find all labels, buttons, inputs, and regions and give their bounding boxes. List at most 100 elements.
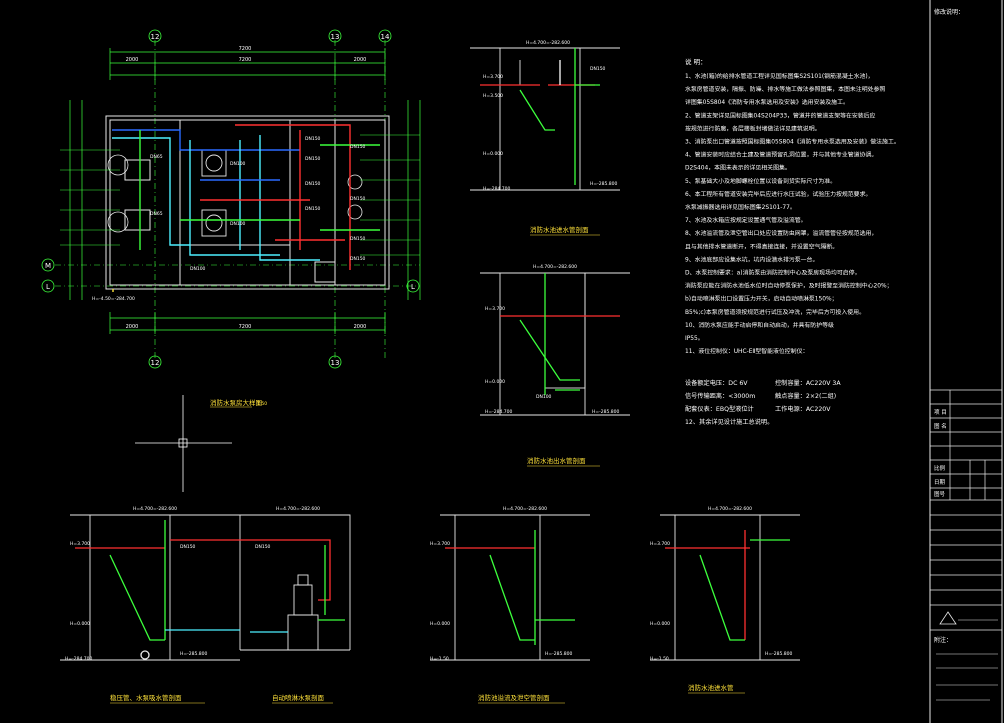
drawing-label: 图 名	[934, 422, 947, 430]
notes-line: 且与其他排水管道断开，不得直接连接，并设置空气隔断。	[685, 242, 838, 250]
lv-1: H=3.700	[70, 541, 90, 547]
notes-line: 6、本工程所有管道安装完毕后应进行水压试验，试验压力按规范要求。	[685, 190, 871, 198]
axis-label-3: 14	[381, 33, 390, 41]
plan-tags: DN150 DN150 DN150 DN150 DN150 DN150 DN10…	[92, 136, 366, 302]
lv-4: H=-284.700	[65, 656, 93, 662]
spec-left-3: 配套仪表：EBQ型液位计	[685, 405, 754, 413]
fire-tank-top-title: 消防水池进水管剖面	[530, 225, 589, 234]
plan-leaders	[60, 134, 420, 256]
pipe-dn2: DN100	[536, 394, 552, 400]
cad-crosshair-cursor	[135, 395, 232, 492]
axis-bubbles: 12 13 14 12 13 M L L	[41, 29, 420, 369]
pipe-dn: DN150	[255, 544, 271, 550]
drain-section-title: 消防池溢流及泄空管剖面	[478, 693, 550, 702]
notes-line: 水泵减振器选用详见国标图集2S101-77。	[685, 203, 796, 211]
notes-label: 附注：	[934, 636, 952, 644]
notes-line: 10、消防水泵应能手动启停和自动启动，并具有防护等级	[685, 321, 834, 329]
notes-line: D、水泵控制要求：a)消防泵由消防控制中心及泵房现场均可启停，	[685, 269, 860, 277]
dim-a-bottom: 2000	[126, 324, 139, 330]
axis-label-m: M	[45, 262, 51, 270]
dim-b: 7200	[239, 57, 252, 63]
lv-1: H=3.700	[650, 541, 670, 547]
axis-label-l: L	[46, 283, 50, 291]
section-overflow-drain: H=4.700=-282.600 H=3.700 H=0.000 H=-1.50…	[430, 506, 590, 704]
notes-line: 消防泵应能在消防水池低水位时自动停泵保护，及时报警至消防控制中心20%；	[685, 282, 892, 290]
plan-tag: DN150	[350, 196, 366, 202]
notes-lines: 1、水池(箱)的给排水管道工程详见国标图集S2S101(钢筋混凝土水池)， 水泵房…	[685, 72, 900, 355]
plan-scale: 1:50	[257, 401, 267, 407]
lv-top: H=4.700=-282.600	[708, 506, 752, 512]
fire-tank-mid-title: 消防水池出水管剖面	[527, 456, 586, 465]
lv-6: H=-285.800	[590, 181, 618, 187]
spec-left-2: 信号传输距离：<3000m	[685, 392, 755, 400]
pressure-section-title: 稳压管、水泵吸水管剖面	[110, 693, 182, 702]
notes-line: 水泵房管道安装，隔振、防噪、排水等施工做法参照图集，本图未注明处参照	[685, 85, 885, 93]
lv-top: H=4.700=-282.600	[133, 506, 177, 512]
notes-line: 1、水池(箱)的给排水管道工程详见国标图集S2S101(钢筋混凝土水池)，	[685, 72, 874, 80]
dim-b-bottom: 7200	[239, 324, 252, 330]
lv-top: H=4.700=-282.600	[533, 264, 577, 270]
plan-tag: DN100	[230, 161, 246, 167]
notes-line: 8、水池溢流管及泄空管出口处应设置防虫网罩，溢流管管径按规范选用，	[685, 229, 877, 237]
lv-top: H=4.700=-282.600	[526, 40, 570, 46]
plan-dimension-lines	[69, 48, 421, 334]
plan-tag: DN100	[190, 266, 206, 272]
plan-pumps	[107, 149, 363, 237]
axis-label-1: 12	[151, 33, 160, 41]
lv-3: H=0.000	[650, 621, 670, 627]
inlet-section-title: 消防水池进水管	[688, 683, 734, 692]
lv-3: H=0.000	[483, 151, 503, 157]
notes-line: 3、消防泵出口管道按照国标图集05S804《消防专用水泵选用及安装》做法施工。	[685, 138, 900, 146]
dim-c-bottom: 2000	[354, 324, 367, 330]
section-sprinkler-pump: H=4.700=-282.600 DN150 自动喷淋水泵剖面	[240, 506, 351, 704]
firm-logo	[939, 611, 998, 625]
lv-2: H=3.500	[483, 93, 503, 99]
notes-heading: 说 明：	[685, 57, 707, 66]
lv-5: H=-1.50	[650, 656, 669, 662]
plan-tag: DN100	[230, 221, 246, 227]
dim-a: 2000	[126, 57, 139, 63]
plan-tag: DN150	[305, 206, 321, 212]
pipe-dn: DN150	[180, 544, 196, 550]
spec-right-2: 触点容量：2×2(二组)	[775, 392, 836, 400]
date-label: 日期	[934, 479, 946, 486]
lv-1: H=3.700	[483, 74, 503, 80]
lv-5: H=-1.50	[430, 656, 449, 662]
plan-pipes	[112, 124, 380, 292]
lv-6: H=-285.800	[592, 409, 620, 415]
pipe-dn: DN150	[590, 66, 606, 72]
title-block-header: 修改说明：	[934, 8, 964, 16]
notes-line: 7、水池及水箱应按规定设置通气管及溢流管。	[685, 216, 807, 224]
section-pressure-suction: H=4.700=-282.600 H=3.700 H=0.000 H=-284.…	[60, 506, 241, 704]
notes-line: IP55。	[685, 336, 704, 342]
notes-last-line: 12、其余详见设计施工总说明。	[685, 418, 773, 426]
plan-tag: DN150	[350, 236, 366, 242]
lv-top: H=4.700=-282.600	[503, 506, 547, 512]
sheet-label: 图号	[934, 490, 946, 498]
plan-tag: DN150	[305, 156, 321, 162]
title-block: 修改说明： 项 目 图 名 比例 日期	[929, 0, 1003, 723]
notes-line: B5%;c)本泵房管道须按规范进行试压及冲洗，完毕后方可投入使用。	[685, 308, 865, 316]
plan-level-note: H=-4.50=-284.700	[92, 296, 135, 302]
axis-label-1-bottom: 12	[151, 359, 160, 367]
lv-1: H=3.700	[485, 306, 505, 312]
plan-walls	[105, 115, 390, 290]
notes-line: 4、管道安装时应结合土建及管道预留孔洞位置，并与其他专业管道协调。	[685, 151, 877, 159]
plan-tag: DN65	[150, 154, 163, 160]
lv-4: H=-284.700	[485, 409, 513, 415]
pump-room-plan: 12 13 14 12 13 M L L 7200 2000 7200 2000…	[41, 29, 421, 408]
lv-3: H=0.000	[485, 379, 505, 385]
section-fire-tank-inlet: H=4.700=-282.600 H=3.700 H=3.500 H=0.000…	[470, 40, 620, 236]
notes-line: 详图集05S804《消防专用水泵选用及安装》选用安装及施工。	[685, 98, 849, 106]
axis-label-2-bottom: 13	[331, 359, 340, 367]
spec-right-3: 工作电源：AC220V	[775, 405, 831, 413]
project-label: 项 目	[934, 409, 947, 416]
section-fire-tank-outlet: H=4.700=-282.600 H=3.700 H=0.000 H=-284.…	[480, 264, 630, 467]
notes-line: D2S404，本图未表示的详见相关图集。	[685, 164, 791, 172]
spec-left-1: 设备额定电压：DC 6V	[685, 379, 748, 387]
lv-6: H=-285.800	[545, 651, 573, 657]
plan-tag: DN150	[305, 181, 321, 187]
title-block-fine-print	[936, 653, 998, 701]
lv-top: H=4.700=-282.600	[276, 506, 320, 512]
